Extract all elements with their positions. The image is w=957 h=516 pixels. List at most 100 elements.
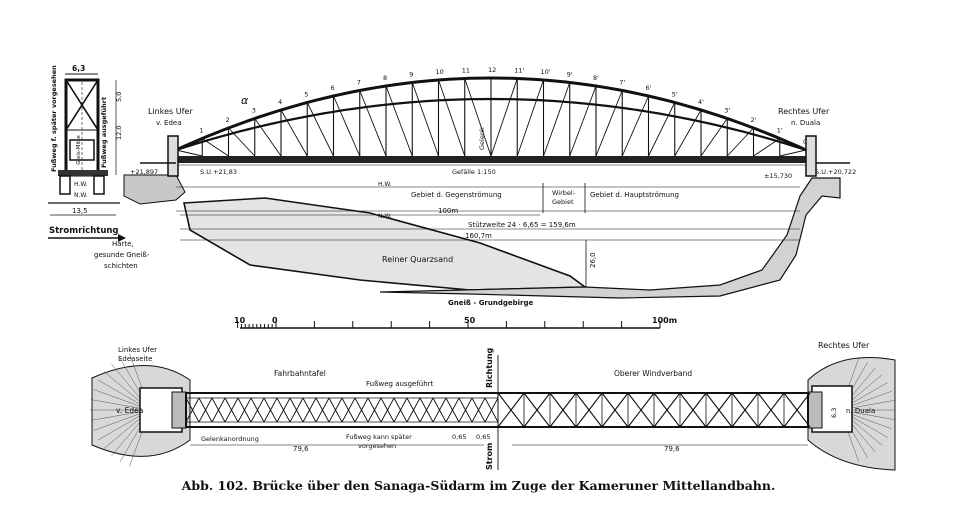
lattice-bar xyxy=(224,397,239,423)
sand-ground xyxy=(183,197,588,291)
right-abutment xyxy=(805,135,817,177)
walkway-later-2: vorgesehen xyxy=(358,442,396,450)
lattice-bar xyxy=(237,397,252,423)
node-label: 5' xyxy=(672,91,678,99)
truss-diagonal xyxy=(306,102,334,157)
zone-mainflow: Gebiet d. Hauptströmung xyxy=(590,191,679,199)
gradient-label: Gefälle 1:150 xyxy=(452,168,496,176)
node-label: 6 xyxy=(331,84,335,92)
stream-label: Strom xyxy=(485,443,494,470)
truss-diagonal xyxy=(516,79,544,157)
lattice-bar xyxy=(276,397,291,423)
plan-dim-mid-b: 0,65 xyxy=(476,433,490,441)
lattice-bar xyxy=(185,397,200,423)
cs-hw: H.W. xyxy=(74,181,88,188)
lattice-bar xyxy=(432,397,447,423)
cs-height-main: 12,0 xyxy=(115,126,123,140)
arch-lower-chord xyxy=(175,97,807,152)
truss-diagonal xyxy=(648,102,676,157)
lattice-bar xyxy=(458,397,473,423)
truss-diagonal xyxy=(175,149,203,157)
lattice-bar xyxy=(341,397,356,423)
node-label: 8' xyxy=(593,74,599,82)
scale-ticks xyxy=(237,321,661,328)
left-bank-sub: v. Edea xyxy=(156,119,182,127)
plan-left-bank-sub: Edeaseite xyxy=(118,355,152,363)
truss-diagonal xyxy=(411,82,439,157)
node-label: 7 xyxy=(357,79,361,87)
bridge-deck xyxy=(176,156,806,163)
lattice-bar xyxy=(354,397,369,423)
sand-label: Reiner Quarzsand xyxy=(382,255,453,264)
plan-dim-left: 79,6 xyxy=(293,445,309,453)
right-level: ±15,730 xyxy=(764,172,792,180)
truss-diagonal xyxy=(569,85,597,157)
truss-verticals xyxy=(175,78,807,156)
zone-counterflow: Gebiet d. Gegenströmung xyxy=(411,191,502,199)
truss-diagonal xyxy=(595,90,623,157)
node-label: 1' xyxy=(777,127,783,135)
cs-right-walkway: Fußweg ausgeführt xyxy=(100,97,108,168)
walkway-later-1: Fußweg kann später xyxy=(346,433,412,441)
plan-dim-end: 6,3 xyxy=(830,408,838,418)
zone-eddy-1: Wirbel- xyxy=(552,189,576,197)
zone-eddy-2: Gebiet xyxy=(552,198,574,206)
node-label: 9 xyxy=(409,71,413,79)
bracing-bar xyxy=(575,392,603,428)
cs-nw: N.W. xyxy=(74,192,88,199)
span-length: Stützweite 24 · 6,65 = 159,6m xyxy=(468,221,576,229)
el-hw: H.W. xyxy=(378,181,392,188)
cs-flow-label: Stromrichtung xyxy=(49,226,119,236)
wind-bracing-lattice xyxy=(497,392,811,428)
cs-width-top: 6,3 xyxy=(72,64,85,73)
lattice-bar xyxy=(211,397,226,423)
walkway-built-label: Fußweg ausgeführt xyxy=(366,380,434,388)
node-label: 10 xyxy=(436,68,444,76)
truss-diagonal xyxy=(490,78,518,157)
node-label: 8 xyxy=(383,74,387,82)
truss-diagonals xyxy=(175,78,807,157)
bracing-bar xyxy=(653,392,681,428)
truss-diagonal xyxy=(621,95,649,157)
cs-width-bottom: 13,5 xyxy=(72,207,88,215)
bedrock-label: Gneiß - Grundgebirge xyxy=(448,299,533,307)
node-label: 4' xyxy=(698,98,704,106)
bridge-elevation: H.W. N.W. Gebiet d. Gegenströmung Wirbel… xyxy=(94,66,856,307)
dim-100m: 100m xyxy=(438,207,458,215)
node-label: 9' xyxy=(567,71,573,79)
truss-diagonal xyxy=(700,118,728,157)
alpha-symbol: α xyxy=(241,94,249,107)
node-label: 5 xyxy=(304,91,308,99)
plan-to-duala: n. Duala xyxy=(846,407,875,415)
lattice-bar xyxy=(328,397,343,423)
node-label: 12 xyxy=(488,66,496,74)
bracing-bar xyxy=(757,392,785,428)
left-bank-label: Linkes Ufer xyxy=(148,107,193,116)
lattice-bar xyxy=(250,397,265,423)
cross-section: 6,3 Gleis-Mitte Fußweg f. später vorgese… xyxy=(48,64,126,242)
riverbed-ground xyxy=(379,177,841,299)
lattice-bar xyxy=(302,397,317,423)
rock-label-2: gesunde Gneiß- xyxy=(94,251,150,259)
lattice-bar xyxy=(419,397,434,423)
scale-label-0: 0 xyxy=(272,316,278,325)
truss-diagonal xyxy=(464,78,492,157)
scale-label-100: 100m xyxy=(652,316,677,325)
bracing-bar xyxy=(783,392,811,428)
dim-160m: 160,7m xyxy=(465,232,492,240)
cs-center-label: Gleis-Mitte xyxy=(76,135,82,165)
lattice-bar xyxy=(198,397,213,423)
node-label: 2' xyxy=(751,116,757,124)
truss-diagonal xyxy=(438,79,466,157)
left-level: +21,897 xyxy=(130,168,158,176)
figure-caption: Abb. 102. Brücke über den Sanaga-Südarm … xyxy=(181,478,776,493)
wind-bracing-label: Oberer Windverband xyxy=(614,369,692,378)
deck-lattice xyxy=(185,397,499,423)
node-label: 3' xyxy=(724,107,730,115)
lattice-bar xyxy=(484,397,499,423)
bracing-bar xyxy=(679,392,707,428)
plan-left-bank: Linkes Ufer xyxy=(118,346,157,354)
hinge-label: Gelenk xyxy=(478,127,486,150)
deck-label: Fahrbahntafel xyxy=(274,369,326,378)
truss-diagonal xyxy=(359,90,387,157)
